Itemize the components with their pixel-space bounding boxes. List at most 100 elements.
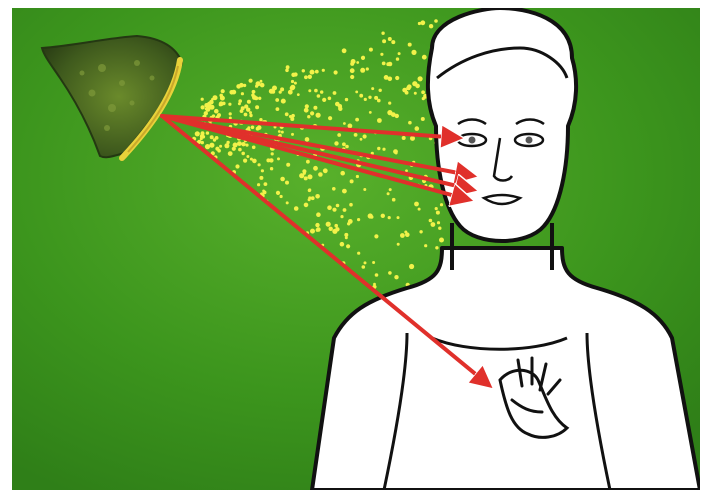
- spore-dot: [435, 207, 438, 210]
- spore-dot: [414, 92, 417, 95]
- spore-dot: [315, 70, 319, 74]
- spore-dot: [374, 96, 378, 100]
- spore-dot: [382, 148, 385, 151]
- spore-dot: [434, 19, 438, 23]
- spore-dot: [438, 227, 441, 230]
- spore-dot: [291, 80, 294, 83]
- spore-dot: [280, 177, 285, 182]
- spore-dot: [241, 152, 245, 156]
- spore-dot: [206, 131, 209, 134]
- spore-dot: [277, 157, 280, 160]
- spore-dot: [313, 106, 317, 110]
- spore-dot: [275, 98, 279, 102]
- spore-dot: [259, 118, 262, 121]
- spore-dot: [241, 106, 245, 110]
- spore-dot: [232, 147, 236, 151]
- spore-dot: [201, 141, 204, 144]
- spore-dot: [305, 104, 309, 108]
- spore-dot: [249, 111, 252, 114]
- spore-dot: [402, 88, 407, 93]
- spore-dot: [392, 198, 396, 202]
- spore-dot: [418, 208, 421, 211]
- spore-dot: [418, 76, 423, 81]
- spore-dot: [421, 90, 425, 94]
- spore-dot: [370, 215, 374, 219]
- spore-dot: [288, 90, 293, 95]
- spore-dot: [388, 271, 392, 275]
- spore-dot: [424, 244, 427, 247]
- spore-dot: [332, 187, 336, 191]
- spore-dot: [377, 147, 380, 150]
- spore-dot: [415, 126, 420, 131]
- spore-dot: [351, 59, 356, 64]
- spore-dot: [398, 52, 401, 55]
- spore-dot: [260, 83, 265, 88]
- spore-dot: [362, 265, 366, 269]
- spore-dot: [318, 172, 323, 177]
- spore-dot: [270, 167, 273, 170]
- spore-dot: [368, 96, 371, 99]
- spore-dot: [421, 117, 425, 121]
- spore-dot: [419, 230, 422, 233]
- spore-dot: [429, 24, 433, 28]
- left-pupil: [469, 137, 476, 144]
- spore-dot: [276, 191, 280, 195]
- spore-dot: [332, 229, 337, 234]
- spore-dot: [348, 124, 353, 129]
- spore-dot: [356, 175, 359, 178]
- spore-dot: [219, 94, 223, 98]
- spore-dot: [217, 113, 221, 117]
- spore-dot: [237, 141, 242, 146]
- spore-dot: [412, 81, 417, 86]
- spore-dot: [364, 261, 367, 264]
- spore-dot: [219, 145, 222, 148]
- spore-dot: [342, 142, 346, 146]
- spore-dot: [388, 216, 391, 219]
- spore-dot: [201, 105, 205, 109]
- spore-dot: [302, 69, 305, 72]
- spore-dot: [440, 203, 443, 206]
- spore-dot: [249, 79, 253, 83]
- spore-dot: [316, 212, 321, 217]
- spore-dot: [278, 130, 281, 133]
- spore-dot: [221, 89, 225, 93]
- spore-dot: [280, 195, 283, 198]
- right-pupil: [526, 137, 533, 144]
- spore-dot: [228, 103, 231, 106]
- spore-dot: [408, 43, 412, 47]
- spore-dot: [328, 116, 332, 120]
- spore-dot: [307, 115, 310, 118]
- spore-dot: [363, 134, 367, 138]
- spore-dot: [252, 146, 256, 150]
- spore-dot: [317, 94, 321, 98]
- spore-dot: [354, 133, 358, 137]
- illustration-svg: [12, 8, 700, 490]
- spore-dot: [439, 238, 444, 243]
- spore-dot: [391, 40, 395, 44]
- spore-dot: [377, 99, 381, 103]
- spore-dot: [214, 109, 219, 114]
- spore-dot: [213, 95, 218, 100]
- spore-dot: [238, 102, 241, 105]
- spore-dot: [336, 204, 340, 208]
- spore-dot: [209, 143, 214, 148]
- head: [428, 8, 576, 241]
- spore-dot: [429, 219, 433, 223]
- spore-dot: [252, 95, 257, 100]
- spore-dot: [252, 90, 256, 94]
- spore-dot: [256, 81, 261, 86]
- spore-dot: [259, 176, 263, 180]
- spore-dot: [372, 261, 375, 264]
- spore-dot: [364, 98, 367, 101]
- spore-dot: [285, 112, 289, 116]
- spore-dot: [395, 76, 399, 80]
- spore-dot: [380, 53, 383, 56]
- spore-dot: [246, 155, 249, 158]
- spore-dot: [322, 69, 325, 72]
- spore-dot: [313, 166, 318, 171]
- spore-dot: [244, 113, 248, 117]
- spore-dot: [388, 37, 392, 41]
- spore-dot: [349, 203, 353, 207]
- spore-dot: [304, 176, 308, 180]
- spore-dot: [219, 103, 222, 106]
